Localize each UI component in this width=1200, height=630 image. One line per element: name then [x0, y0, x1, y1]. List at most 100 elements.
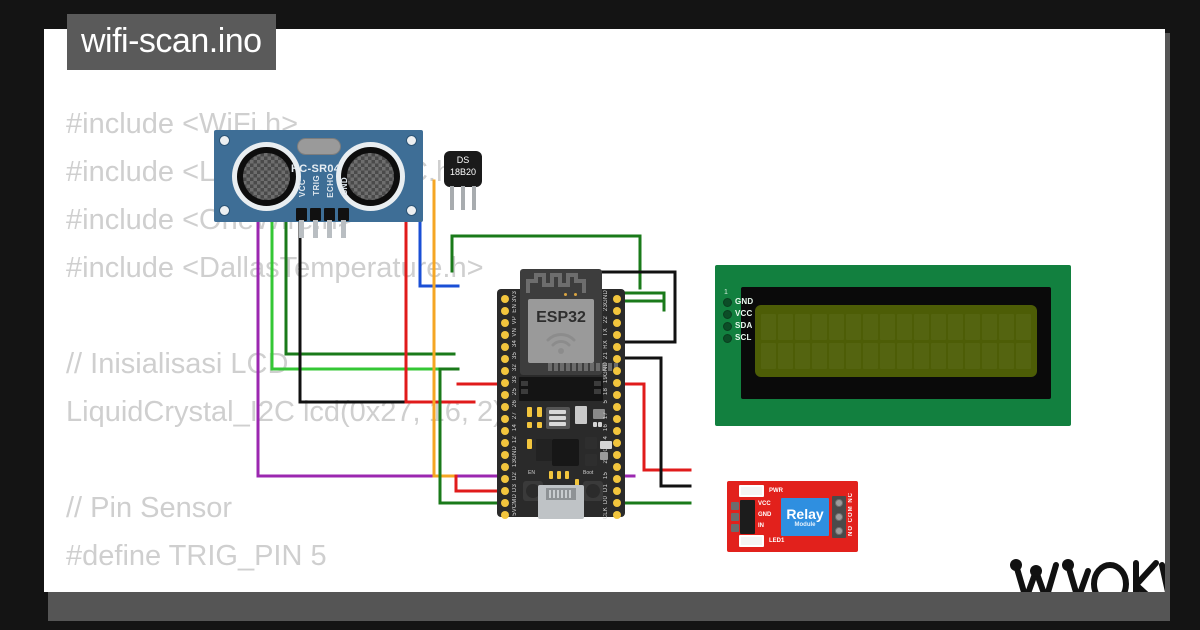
esp32-pin-label-left: 5V	[512, 508, 518, 516]
mounting-hole	[406, 205, 417, 216]
lcd-row-1	[761, 313, 1031, 340]
esp32-pin-label-right: D0	[603, 496, 609, 505]
esp32-pin-label-right: 22	[603, 316, 609, 324]
esp32-pin-label-right: 23	[603, 304, 609, 312]
esp32-pin-label-right: 4	[603, 436, 609, 440]
relay-pin-label-gnd: GND	[758, 512, 772, 518]
esp32-pin-label-right: 18	[603, 388, 609, 396]
esp32-pin-label-left: 32	[512, 364, 518, 372]
relay-terminal-labels: NO COM NC	[848, 492, 854, 536]
lcd-pin-scl[interactable]	[723, 334, 732, 343]
lcd-pin-sda[interactable]	[723, 322, 732, 331]
ds18b20-label-line1: DS	[456, 155, 470, 165]
lcd-pin-label-sda: SDA	[735, 321, 753, 330]
hc-pin-label-trig: TRIG	[312, 175, 321, 196]
hc-pin-label-echo: ECHO	[326, 173, 335, 198]
esp32-boot-button[interactable]	[583, 481, 603, 501]
relay-screw-terminal[interactable]	[832, 496, 846, 538]
relay-pin-label-in: IN	[758, 523, 764, 529]
esp32-pin-label-left: 12	[512, 436, 518, 444]
esp32-pin-label-left: 14	[512, 424, 518, 432]
esp32-usb-connector[interactable]	[538, 485, 584, 519]
relay-pwr-led	[739, 485, 764, 497]
ds18b20-body: DS 18B20	[444, 151, 482, 187]
mounting-hole	[219, 135, 230, 146]
esp32-pin-label-right: 0	[603, 448, 609, 452]
ultrasonic-transducer-right	[336, 142, 405, 211]
relay-led1-label: LED1	[769, 538, 785, 544]
relay-pin-header[interactable]	[740, 500, 755, 534]
shield-ground-pads	[548, 363, 620, 371]
ds18b20-leg-dq	[461, 186, 465, 210]
hc-pin-label-gnd: GND	[340, 177, 349, 196]
oscillator-can-icon	[297, 138, 341, 155]
esp32-pin-label-right: GND	[603, 290, 609, 304]
pcb-antenna-icon	[526, 273, 586, 293]
esp32-pin-label-right: 5	[603, 400, 609, 404]
relay-pwr-label: PWR	[769, 488, 783, 494]
esp32-rf-shield: ESP32	[520, 269, 618, 375]
lcd-pin-number: 1	[724, 289, 728, 296]
mounting-hole	[406, 135, 417, 146]
part-hc-sr04[interactable]: HC-SR04 VCC TRIG ECHO GND	[214, 130, 423, 238]
relay-pin-label-vcc: VCC	[758, 501, 771, 507]
lcd-pin-label-scl: SCL	[735, 333, 752, 342]
esp32-pin-label-right: GND	[603, 362, 609, 376]
esp32-pin-label-left: 34	[512, 340, 518, 348]
esp32-silk-boot: Boot	[583, 470, 594, 476]
esp32-pin-label-left: GND	[512, 446, 518, 460]
esp32-pin-label-left: 27	[512, 412, 518, 420]
part-ds18b20[interactable]: DS 18B20	[444, 151, 482, 210]
esp32-pin-label-left: D2	[512, 472, 518, 481]
esp32-pin-label-right: D1	[603, 484, 609, 493]
lcd-screen	[755, 305, 1037, 377]
esp32-pin-label-right: 19	[603, 376, 609, 384]
esp32-pin-label-left: 25	[512, 388, 518, 396]
ds18b20-leg-vdd	[472, 186, 476, 210]
mounting-hole	[219, 205, 230, 216]
lcd-bezel	[741, 287, 1051, 399]
esp32-pin-label-left: VN	[512, 328, 518, 337]
esp32-pin-label-left: 33	[512, 376, 518, 384]
hc-pin-label-vcc: VCC	[298, 179, 307, 198]
diagram-canvas[interactable]: #include <WiFi.h> #include <LiquidCrysta…	[44, 29, 1165, 592]
esp32-pin-label-left: 13	[512, 460, 518, 468]
esp32-chip-label: ESP32	[536, 309, 586, 326]
esp32-pin-label-right: TX	[603, 328, 609, 337]
esp32-pin-label-left: EN	[512, 304, 518, 313]
wifi-icon	[546, 333, 576, 354]
esp32-pin-label-left: VP	[512, 316, 518, 325]
lcd-row-2	[761, 342, 1031, 369]
ultrasonic-transducer-left	[232, 142, 301, 211]
pin-leg	[327, 220, 332, 238]
esp32-pin-label-left: 26	[512, 400, 518, 408]
esp32-pin-label-left: 35	[512, 352, 518, 360]
pin-leg	[299, 220, 304, 238]
hc-sr04-silkscreen-label: HC-SR04	[291, 163, 341, 175]
relay-led1	[739, 535, 764, 547]
file-title-badge: wifi-scan.ino	[67, 14, 276, 70]
lcd-pin-gnd[interactable]	[723, 298, 732, 307]
esp32-pin-label-right: 2	[603, 460, 609, 464]
relay-body-subtitle: Module	[794, 521, 816, 528]
pin-leg	[341, 220, 346, 238]
esp32-silk-en: EN	[528, 470, 535, 476]
esp32-pin-label-left: CMD	[512, 494, 518, 509]
lcd-pin-label-gnd: GND	[735, 297, 754, 306]
part-esp32-devkit[interactable]: ESP32	[497, 269, 625, 520]
esp32-pin-label-right: 15	[603, 472, 609, 480]
relay-body-title: Relay	[786, 505, 824, 522]
lcd-pin-vcc[interactable]	[723, 310, 732, 319]
ds18b20-leg-gnd	[450, 186, 454, 210]
esp32-pin-label-right: RX	[603, 340, 609, 349]
esp32-pin-label-left: D3	[512, 484, 518, 493]
hc-sr04-header[interactable]	[296, 208, 349, 221]
esp32-pin-label-right: 17	[603, 412, 609, 420]
pin-leg	[313, 220, 318, 238]
part-relay-module[interactable]: PWR VCC GND IN Relay Module NO COM NC	[727, 481, 858, 552]
relay-body: Relay Module	[781, 498, 829, 536]
esp32-pin-label-right: CLK	[603, 507, 609, 520]
part-lcd1602-i2c[interactable]: 1 GND VCC SDA SCL	[715, 265, 1071, 426]
ds18b20-label-line2: 18B20	[449, 167, 477, 177]
